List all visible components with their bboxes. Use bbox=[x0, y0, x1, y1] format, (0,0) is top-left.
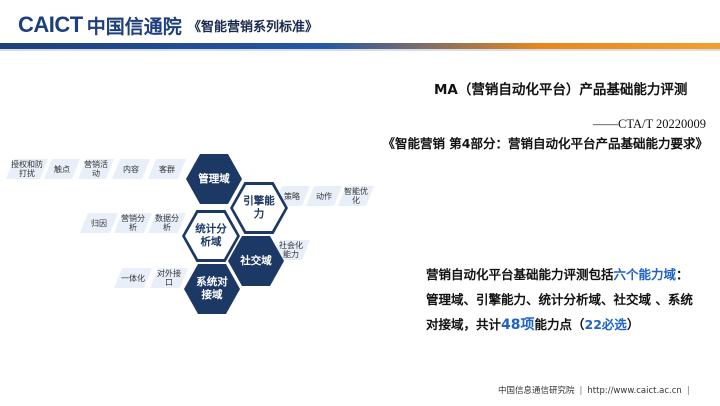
tile-external-interface: 对外接口 bbox=[149, 268, 189, 288]
tile-touchpoint: 触点 bbox=[43, 159, 81, 179]
tile-attribution: 归因 bbox=[79, 213, 119, 233]
tile-content: 内容 bbox=[111, 159, 151, 179]
slide-title: MA（营销自动化平台）产品基础能力评测 bbox=[434, 82, 688, 98]
footer-separator: | bbox=[579, 386, 583, 396]
hex-analytics-label: 统计分析域 bbox=[195, 223, 227, 248]
header-gradient-bar bbox=[0, 43, 720, 49]
footer-url[interactable]: http://www.caict.ac.cn bbox=[587, 386, 682, 396]
logo-cn-text: 中国信通院 bbox=[86, 15, 182, 38]
tile-marketing-analysis: 营销分析 bbox=[113, 213, 153, 233]
tile-smart-optimization: 智能优化 bbox=[337, 186, 375, 206]
series-title: 《智能营销系列标准》 bbox=[188, 20, 319, 35]
standard-name: 《智能营销 第4部分：营销自动化平台产品基础能力要求》 bbox=[382, 136, 708, 151]
standard-code: ——CTA/T 20220009 bbox=[592, 117, 706, 131]
hex-integration-domain: 系统对接域 bbox=[184, 264, 240, 314]
tile-strategy: 策略 bbox=[273, 186, 311, 206]
tile-action: 动作 bbox=[305, 186, 343, 206]
footer: 中国信息通信研究院 | http://www.caict.ac.cn | bbox=[498, 384, 695, 396]
six-domains-highlight: 六个能力域 bbox=[613, 267, 677, 282]
footer-trailing-separator: | bbox=[686, 386, 690, 396]
hex-analytics-domain: 统计分析域 bbox=[182, 210, 240, 262]
tile-data-analysis: 数据分析 bbox=[147, 213, 187, 233]
summary-text: 营销自动化平台基础能力评测包括六个能力域： 管理域、引擎能力、统计分析域、社交域… bbox=[426, 262, 716, 338]
summary-line-3: 对接域，共计48项能力点（22必选） bbox=[426, 317, 640, 333]
logo-latin-text: CAICT bbox=[18, 12, 83, 37]
summary-line-2: 管理域、引擎能力、统计分析域、社交域 、系统 bbox=[426, 292, 693, 307]
tile-marketing-campaign: 营销活动 bbox=[77, 159, 115, 179]
tile-integration: 一体化 bbox=[113, 268, 153, 288]
hex-engine-label: 引擎能力 bbox=[243, 195, 275, 220]
header: CAICT 中国信通院 《智能营销系列标准》 bbox=[0, 0, 720, 51]
tile-social-capability: 社会化能力 bbox=[271, 240, 311, 260]
caict-logo: CAICT 中国信通院 bbox=[18, 12, 182, 38]
summary-line-1: 营销自动化平台基础能力评测包括六个能力域： bbox=[426, 267, 689, 282]
capability-count-highlight: 48项 bbox=[501, 317, 535, 333]
capability-diagram: 授权和防打扰 触点 营销活动 内容 客群 策略 动作 智能优化 归因 营销分析 … bbox=[0, 150, 400, 330]
required-count-highlight: 22必选 bbox=[584, 317, 627, 332]
footer-org: 中国信息通信研究院 bbox=[498, 386, 575, 396]
header-bar-shadow bbox=[0, 49, 720, 51]
tile-audience: 客群 bbox=[147, 159, 187, 179]
tile-auth-anti-disturb: 授权和防打扰 bbox=[5, 159, 49, 179]
